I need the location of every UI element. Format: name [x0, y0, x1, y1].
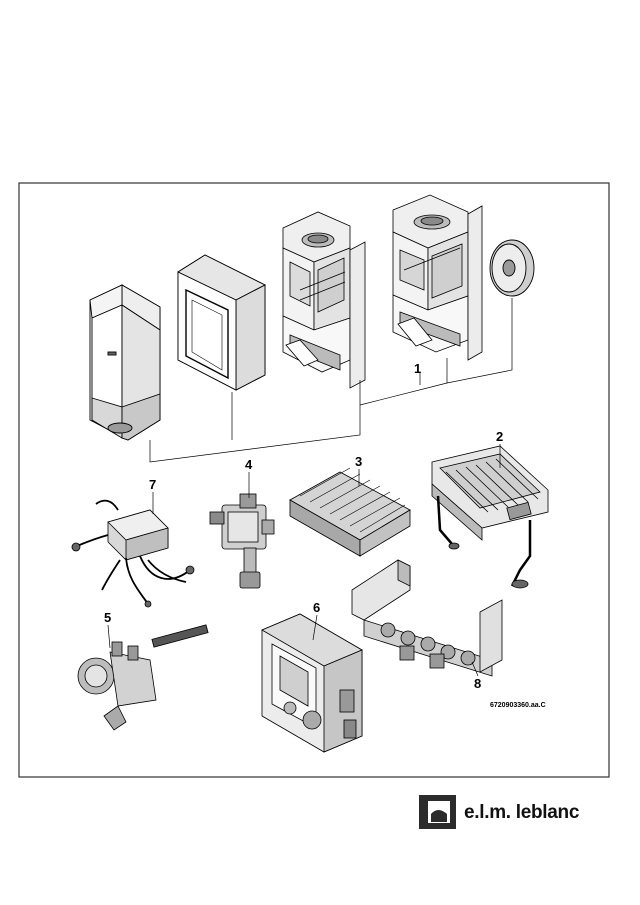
callout-6: 6	[313, 600, 320, 615]
front-casing-part	[89, 284, 161, 441]
pump-part	[77, 624, 209, 731]
wiring-harness-part	[71, 499, 195, 608]
boiler-chassis-part-a	[282, 211, 366, 389]
boiler-chassis-part-b	[392, 194, 483, 361]
leader-lines-item-1	[149, 298, 513, 463]
document-reference: 6720903360.aa.C	[490, 702, 546, 709]
gas-valve-part	[209, 493, 275, 589]
callout-5: 5	[104, 610, 111, 625]
diagram-frame	[18, 182, 610, 778]
callout-7: 7	[149, 477, 156, 492]
heat-exchanger-part	[431, 445, 549, 589]
callout-4: 4	[245, 457, 253, 472]
callout-2: 2	[496, 429, 503, 444]
burner-part	[289, 467, 411, 557]
hydraulic-block-part	[351, 559, 503, 677]
callout-1: 1	[414, 361, 421, 376]
expansion-vessel-part	[489, 239, 535, 297]
control-panel-part	[261, 613, 363, 753]
leader-line-6	[312, 614, 318, 641]
callout-3: 3	[355, 454, 362, 469]
brand-logo-mark	[419, 795, 456, 829]
callout-8: 8	[474, 676, 481, 691]
leader-line-8	[471, 661, 479, 677]
inner-frame-casing-part	[177, 254, 266, 391]
brand-name: e.l.m. leblanc	[464, 802, 580, 823]
leader-line-5	[107, 624, 111, 649]
